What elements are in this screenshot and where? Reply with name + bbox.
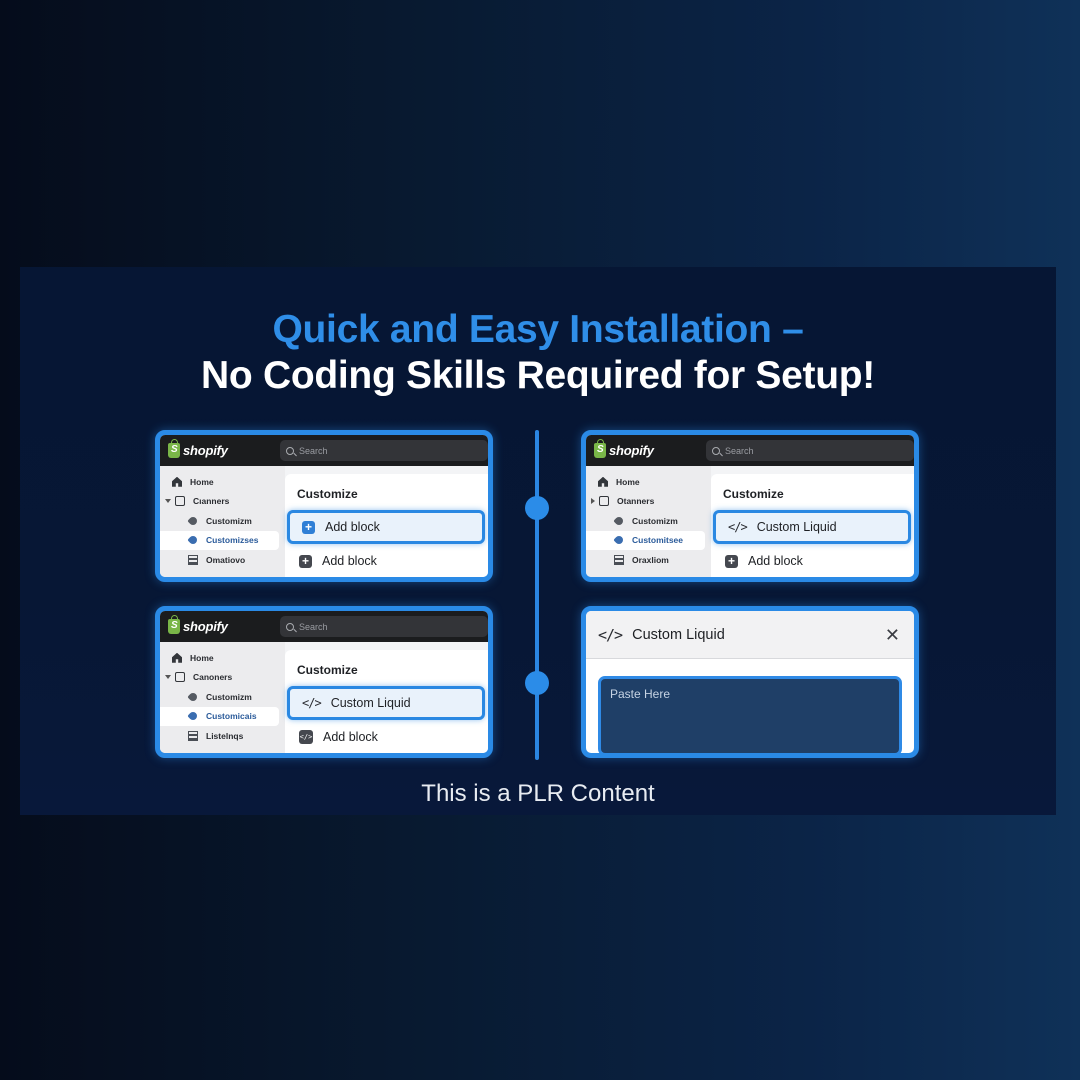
add-block-button[interactable]: + Add block (713, 544, 911, 577)
close-icon[interactable]: ✕ (884, 624, 900, 645)
search-input[interactable]: Search (706, 440, 914, 461)
sidebar-item-home[interactable]: Home (586, 472, 711, 492)
step-card-add-block: shopify Search Home Cıanners Customizm C… (155, 430, 493, 582)
store-icon (175, 496, 185, 507)
sidebar-item-customize[interactable]: Customizm (160, 511, 285, 531)
code-icon: </> (598, 625, 623, 644)
sidebar-item-customizes-active[interactable]: Customicais (160, 706, 279, 726)
sidebar-item-extra[interactable]: Oraxliom (586, 550, 711, 570)
grid-icon (188, 554, 198, 565)
timeline-line (535, 430, 539, 760)
sidebar: Home Cıanners Customizm Customizses Omat… (160, 466, 285, 577)
grid-icon (614, 554, 624, 565)
panel-title: Customize (297, 487, 358, 501)
tag-icon (613, 515, 625, 527)
timeline-step-dot-2 (525, 671, 549, 695)
custom-liquid-option-highlighted[interactable]: </> Custom Liquid (287, 686, 485, 720)
store-icon (175, 672, 185, 683)
chevron-down-icon (165, 675, 171, 680)
shopify-logo[interactable]: shopify (168, 439, 280, 458)
headline-line-1: Quick and Easy Installation – (272, 308, 804, 351)
code-icon: </> (302, 696, 322, 710)
add-block-button[interactable]: </> Add block (299, 730, 378, 744)
paste-placeholder: Paste Here (610, 687, 671, 701)
add-block-button[interactable]: + Add block (287, 544, 485, 577)
chevron-right-icon (591, 498, 595, 505)
customize-panel: Customize + Add block + Add block (285, 474, 488, 577)
custom-liquid-modal: </> Custom Liquid ✕ Paste Here (581, 606, 919, 758)
add-block-button-highlighted[interactable]: + Add block (287, 510, 485, 544)
home-icon (172, 476, 182, 487)
modal-title: Custom Liquid (632, 626, 725, 643)
sidebar-item-home[interactable]: Home (160, 648, 285, 668)
shopify-topbar: shopify Search (586, 435, 914, 466)
sidebar: Home Otanners Customizm Customitsee Orax… (586, 466, 711, 577)
headline: Quick and Easy Installation – No Coding … (20, 307, 1056, 399)
code-box-icon: </> (299, 730, 313, 744)
chevron-down-icon (165, 499, 171, 504)
home-icon (172, 652, 182, 663)
slide-panel: Quick and Easy Installation – No Coding … (20, 267, 1056, 815)
code-icon: </> (728, 520, 748, 534)
shopify-bag-icon (168, 615, 180, 634)
tag-icon (187, 710, 199, 722)
sidebar: Home Canoners Customizm Customicais List… (160, 642, 285, 753)
sidebar-item-extra[interactable]: Omatiovo (160, 550, 285, 570)
panel-title: Customize (297, 663, 358, 677)
search-input[interactable]: Search (280, 440, 488, 461)
customize-panel: Customize </> Custom Liquid </> Add bloc… (285, 650, 488, 753)
search-icon (712, 446, 720, 455)
grid-icon (188, 730, 198, 741)
shopify-logo[interactable]: shopify (594, 439, 706, 458)
shopify-topbar: shopify Search (160, 611, 488, 642)
shopify-topbar: shopify Search (160, 435, 488, 466)
custom-liquid-option-highlighted[interactable]: </> Custom Liquid (713, 510, 911, 544)
tag-icon (187, 691, 199, 703)
paste-code-textarea[interactable]: Paste Here (598, 676, 902, 753)
step-card-custom-liquid: shopify Search Home Otanners Customizm C… (581, 430, 919, 582)
shopify-bag-icon (594, 439, 606, 458)
step-card-select-custom-liquid: shopify Search Home Canoners Customizm C… (155, 606, 493, 758)
customize-panel: Customize </> Custom Liquid + Add block (711, 474, 914, 577)
sidebar-item-channels[interactable]: Cıanners (160, 492, 285, 512)
sidebar-item-channels[interactable]: Otanners (586, 492, 711, 512)
sidebar-item-home[interactable]: Home (160, 472, 285, 492)
plus-icon: + (302, 520, 315, 534)
home-icon (598, 476, 608, 487)
panel-title: Customize (723, 487, 784, 501)
sidebar-item-customize[interactable]: Customizm (586, 511, 711, 531)
search-icon (286, 622, 294, 631)
sidebar-item-channels[interactable]: Canoners (160, 668, 285, 688)
sidebar-item-customize[interactable]: Customizm (160, 687, 285, 707)
store-icon (599, 496, 609, 507)
caption: This is a PLR Content (421, 780, 655, 807)
sidebar-item-customizes-active[interactable]: Customizses (160, 530, 279, 550)
tag-icon (613, 534, 625, 546)
tag-icon (187, 515, 199, 527)
tag-icon (187, 534, 199, 546)
shopify-bag-icon (168, 439, 180, 458)
plus-icon: + (299, 554, 312, 568)
modal-header: </> Custom Liquid ✕ (586, 611, 914, 659)
shopify-logo[interactable]: shopify (168, 615, 280, 634)
timeline-step-dot-1 (525, 496, 549, 520)
plus-icon: + (725, 554, 738, 568)
sidebar-item-listings[interactable]: Listelnqs (160, 726, 285, 746)
sidebar-item-customizes-active[interactable]: Customitsee (586, 530, 705, 550)
search-icon (286, 446, 294, 455)
headline-line-2: No Coding Skills Required for Setup! (201, 354, 875, 397)
search-input[interactable]: Search (280, 616, 488, 637)
